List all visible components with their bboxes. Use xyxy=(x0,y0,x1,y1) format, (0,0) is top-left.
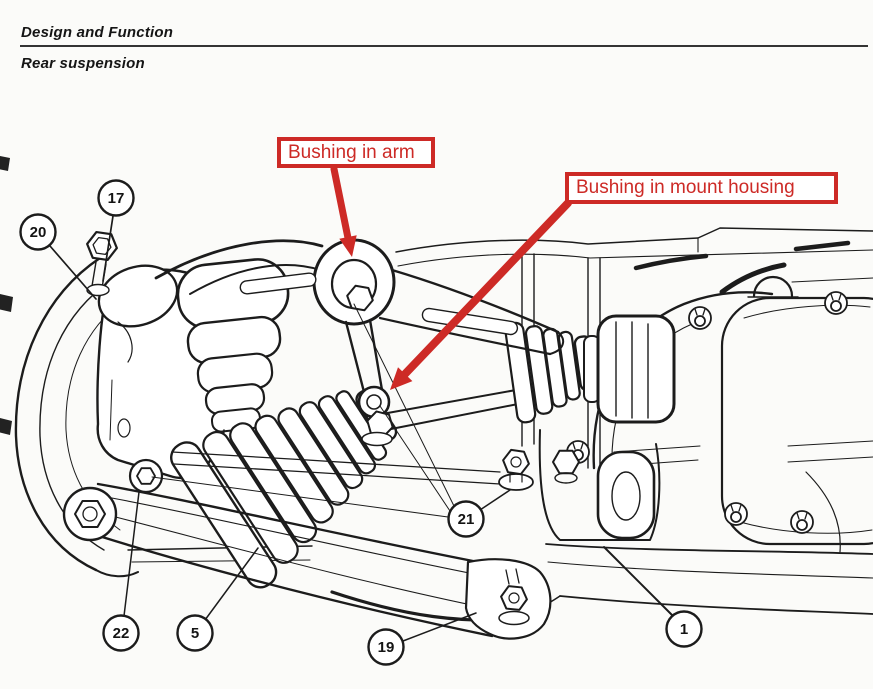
part-circle-17: 17 xyxy=(97,179,135,217)
svg-text:17: 17 xyxy=(108,190,125,207)
part-circle-21: 21 xyxy=(447,500,485,538)
part-circle-22: 22 xyxy=(102,614,140,652)
svg-text:5: 5 xyxy=(191,625,199,642)
callout-box-bushing-in-mount-housing: Bushing in mount housing xyxy=(565,172,838,204)
rear-subframe-lower xyxy=(330,543,873,623)
leader-lines xyxy=(49,215,673,642)
svg-text:1: 1 xyxy=(680,621,688,638)
upper-control-arm xyxy=(154,238,565,356)
mount-housing-bracket xyxy=(538,429,661,541)
part-circle-1: 1 xyxy=(665,610,703,648)
part-circle-5: 5 xyxy=(176,614,214,652)
link-bushing xyxy=(344,318,397,447)
callout-arrows xyxy=(330,165,572,390)
header-section-title: Design and Function xyxy=(21,24,174,41)
track-rod-and-bolt xyxy=(171,448,534,491)
callout-box-bushing-in-arm: Bushing in arm xyxy=(277,137,435,168)
svg-text:21: 21 xyxy=(458,511,475,528)
differential-housing xyxy=(566,262,873,553)
header-subsection-title: Rear suspension xyxy=(21,55,145,72)
wheel-hub-knuckle xyxy=(0,156,313,583)
bushing-in-arm-arrow xyxy=(330,165,357,257)
svg-text:20: 20 xyxy=(30,224,47,241)
svg-text:19: 19 xyxy=(378,639,395,656)
part-circle-20: 20 xyxy=(19,213,57,251)
header-rule xyxy=(20,45,868,47)
svg-text:22: 22 xyxy=(113,625,130,642)
bushing-in-mount-housing-arrow xyxy=(390,199,572,390)
part-callouts: 17 20 21 22 5 19 xyxy=(19,179,703,666)
part-circle-19: 19 xyxy=(367,628,405,666)
